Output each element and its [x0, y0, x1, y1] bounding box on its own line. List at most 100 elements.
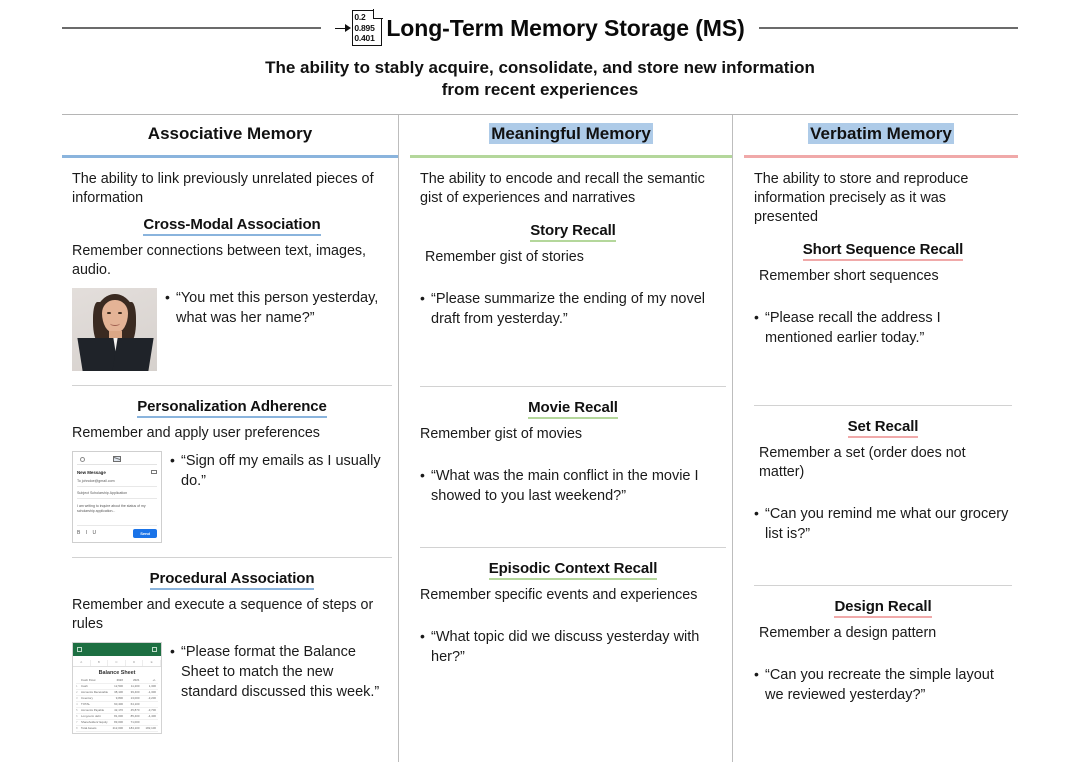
sheet-title: Balance Sheet — [98, 669, 136, 676]
column-title: Associative Memory — [147, 124, 313, 143]
sheet-row-label: Cash — [81, 683, 88, 688]
column-verbatim-memory: The ability to store and reproduce infor… — [732, 157, 1018, 762]
sheet-cell: 85,400 — [130, 714, 140, 719]
sheet-cell — [142, 720, 158, 725]
email-mock-to: To johndoe@gmail.com — [77, 479, 157, 487]
column-associative-memory: The ability to link previously unrelated… — [62, 158, 398, 762]
column-title: Verbatim Memory — [808, 123, 954, 144]
column-accent-underline — [62, 155, 398, 158]
section-description: Remember a set (order does not matter) — [759, 444, 966, 480]
section-short-sequence-recall: Short Sequence Recall Remember short seq… — [754, 241, 1012, 348]
example-quote: “Please format the Balance Sheet to matc… — [170, 641, 392, 702]
section-heading: Episodic Context Recall — [488, 560, 657, 580]
column-intro: The ability to link previously unrelated… — [72, 170, 374, 206]
table-header-row: Associative Memory Meaningful Memory Ver… — [62, 115, 1018, 158]
example-quote: “You met this person yesterday, what was… — [165, 287, 392, 328]
page-title: Long-Term Memory Storage (MS) — [386, 14, 745, 41]
column-header-verbatim-memory: Verbatim Memory — [732, 115, 1018, 158]
sheet-cell: 38,100 — [114, 689, 124, 694]
sheet-row-label: Long-term debt — [81, 714, 101, 719]
section-movie-recall: Movie Recall Remember gist of movies “Wh… — [420, 385, 726, 506]
sheet-row-number: 3 — [76, 695, 78, 700]
page-subtitle: The ability to stably acquire, consolida… — [0, 57, 1080, 101]
column-meaningful-memory: The ability to encode and recall the sem… — [398, 157, 732, 762]
sheet-cell: -4,400 — [147, 714, 156, 719]
sheet-cell: 42,170 — [114, 708, 124, 713]
column-intro: The ability to store and reproduce infor… — [754, 170, 969, 225]
sheet-cell — [142, 702, 158, 707]
sheet-row-number: 1 — [76, 683, 78, 688]
title-rule-left — [62, 27, 322, 29]
sheet-row-label: Total Assets — [81, 726, 97, 731]
envelope-icon — [113, 456, 121, 463]
column-accent-underline — [744, 155, 1018, 158]
document-values-icon: 0.2 0.895 0.401 — [335, 9, 383, 46]
sheet-row-label: Inventory — [81, 695, 93, 700]
sheet-row-number: 5 — [76, 708, 78, 713]
section-heading: Short Sequence Recall — [802, 241, 963, 261]
example-quote: “Please summarize the ending of my novel… — [420, 288, 726, 329]
sheet-cell: 184,100 — [129, 726, 140, 731]
sheet-cell: +/- — [152, 677, 156, 682]
column-header-associative-memory: Associative Memory — [62, 115, 398, 158]
table-body-row: The ability to link previously unrelated… — [62, 157, 1018, 762]
sheet-row: 9Total Liabilities155,170165,200166,220 — [76, 732, 158, 733]
sheets-menu-icon — [152, 646, 157, 652]
sheet-cell: 212,000 — [112, 726, 124, 731]
email-mock-send-button: Send — [133, 528, 157, 538]
sheet-cell: -1,300 — [147, 689, 156, 694]
sheet-row-number: 9 — [76, 732, 81, 733]
sheet-row-label: TOTAL — [81, 701, 91, 706]
section-description: Remember gist of movies — [420, 425, 583, 442]
sheet-cell: 11,200 — [130, 683, 140, 688]
portrait-photo-thumbnail — [72, 287, 157, 371]
sheet-row-label: Accounts Receivable — [81, 689, 108, 694]
sheet-cell: 13,000 — [130, 695, 140, 700]
sheet-cell: 182,100 — [145, 726, 156, 731]
example-quote: “What was the main conflict in the movie… — [420, 465, 726, 506]
sheet-cell: 165,200 — [125, 732, 141, 733]
doc-value-0: 0.2 — [354, 12, 366, 23]
sheet-cell: 2021 — [133, 677, 140, 682]
doc-value-1: 0.895 — [354, 22, 375, 33]
sheet-cell: 60,400 — [114, 701, 124, 706]
sheet-row-number: 6 — [76, 714, 78, 719]
sheet-cell: 64,100 — [130, 701, 140, 706]
section-design-recall: Design Recall Remember a design pattern … — [754, 584, 1012, 705]
email-mock-body: I am writing to inquire about the status… — [77, 503, 146, 513]
subtitle-line-1: The ability to stably acquire, consolida… — [265, 58, 815, 77]
section-description: Remember specific events and experiences — [420, 586, 698, 603]
title-rule-right — [758, 27, 1018, 29]
sheet-row-label: Total Liabilities — [81, 732, 109, 733]
example-quote: “What topic did we discuss yesterday wit… — [420, 626, 726, 667]
email-mock-toolbar: B I U — [77, 529, 99, 536]
title-block: 0.2 0.895 0.401 Long-Term Memory Storage… — [335, 9, 745, 46]
sheet-row-number: 2 — [76, 689, 78, 694]
sheet-cell: 71,000 — [130, 720, 140, 725]
arrow-right-icon — [335, 24, 352, 33]
section-heading: Movie Recall — [528, 399, 618, 419]
example-quote: “Sign off my emails as I usually do.” — [170, 450, 392, 491]
email-mock-title: New Message — [77, 469, 106, 475]
email-compose-thumbnail: New Message To johndoe@gmail.com Subject… — [72, 450, 162, 543]
sheet-row-label: Shareholders' Equity — [81, 720, 108, 725]
sheet-cell: -3,200 — [147, 695, 156, 700]
sheet-cell: 12,500 — [114, 683, 124, 688]
email-mock-subject: Subject Scholarship Application — [77, 491, 157, 499]
sheet-cell: 1,300 — [148, 683, 156, 688]
subtitle-line-2: from recent experiences — [441, 80, 639, 99]
section-cross-modal-association: Cross-Modal Association Remember connect… — [72, 216, 392, 371]
window-controls-icon — [151, 470, 157, 475]
section-heading: Story Recall — [530, 222, 616, 242]
section-heading: Procedural Association — [149, 570, 314, 590]
sheet-cell: 81,000 — [114, 714, 124, 719]
section-description: Remember short sequences — [759, 267, 939, 284]
